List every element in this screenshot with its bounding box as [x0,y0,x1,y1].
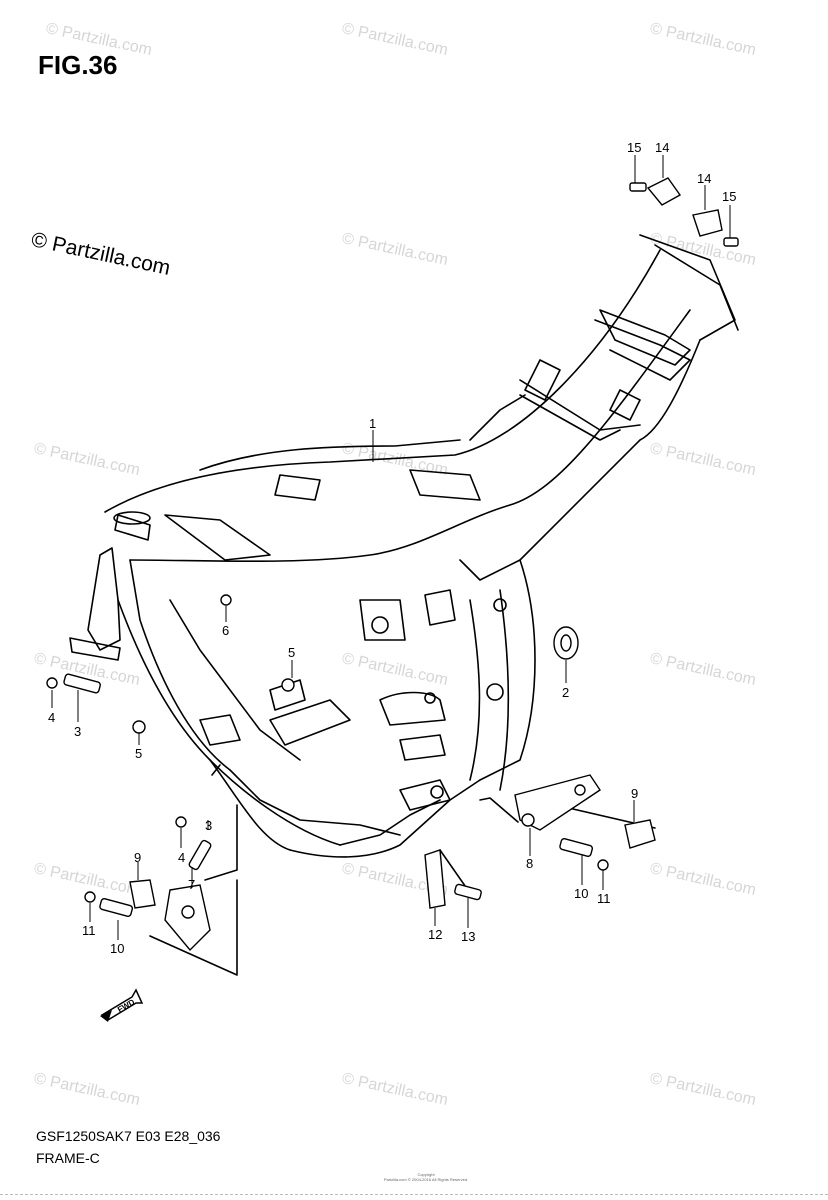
copyright-line-1: Copyright [417,1172,435,1177]
bolt-3 [63,673,101,694]
figure-title: FIG.36 [38,50,118,80]
frame-drawing [69,234,739,976]
nut-4 [46,677,58,689]
callout-leaders [51,155,731,940]
hardware-parts [46,177,739,952]
copyright-line-2: Partzilla.com © 2004-2016 All Rights Res… [383,1177,469,1182]
bolt-10b [559,838,594,857]
callout-4: 4 [48,710,55,725]
callout-11: 11 [597,891,611,906]
callout-7: 7 [188,877,195,892]
bolt-3b [188,839,212,871]
cover-14 [646,177,682,206]
nut-5b [281,678,295,692]
bolt-10 [99,898,134,917]
model-code: GSF1250SAK7 E03 E28_036 [36,1128,221,1144]
section-name: FRAME-C [36,1150,100,1166]
callout-5b: 5 [288,645,295,660]
forward-direction-arrow: FWD [100,988,144,1022]
nut-11b [597,859,609,871]
callout-14b: 14 [697,171,711,186]
callout-12: 12 [428,927,442,942]
callout-10: 10 [574,886,588,901]
callout-14: 14 [655,140,669,155]
callout-3b: 3 [205,818,212,833]
callout-15b: 15 [722,189,736,204]
callout-15: 15 [627,140,641,155]
nut-4b [175,816,187,828]
callout-4b: 4 [178,850,185,865]
bushing-9 [129,879,156,909]
bushing-9b [624,819,656,849]
callout-9b: 9 [134,850,141,865]
callout-1: 1 [369,416,376,431]
callout-10b: 10 [110,941,124,956]
screw-15 [629,182,647,192]
bracket-12 [424,849,446,909]
screw-15b [723,237,739,247]
cover-14b [692,209,723,237]
callout-5: 5 [135,746,142,761]
callout-2: 2 [562,685,569,700]
copyright-notice: Copyright Partzilla.com © 2004-2016 All … [356,1172,496,1182]
bolt-13 [454,883,482,901]
nut-5 [132,720,146,734]
callout-3: 3 [74,724,81,739]
callout-11b: 11 [82,923,96,938]
callout-9: 9 [631,786,638,801]
washer-6 [220,594,232,606]
callout-8: 8 [526,856,533,871]
callout-6: 6 [222,623,229,638]
callout-13: 13 [461,929,475,944]
callout-numbers: 1 2 3 3 4 4 5 5 6 7 8 9 9 10 10 11 11 12… [48,140,736,956]
nut-11 [84,891,96,903]
bottom-rule [0,1194,828,1195]
